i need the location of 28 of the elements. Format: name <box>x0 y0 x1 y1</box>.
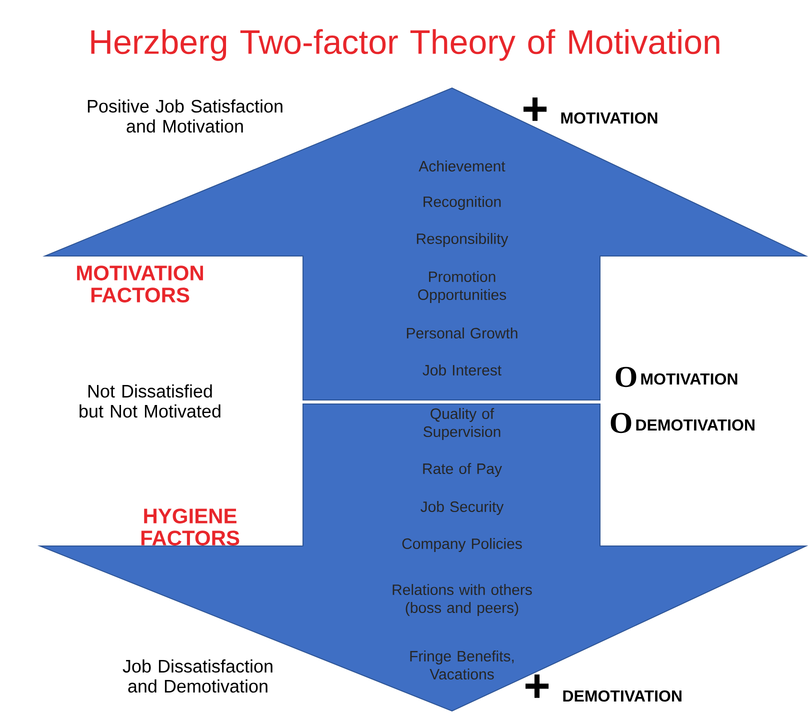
plus-sign: + <box>526 674 549 698</box>
factor-text: Responsibility <box>416 233 508 247</box>
side-label: Job Dissatisfaction and Demotivation <box>122 659 272 693</box>
zero-sign: O <box>610 412 632 434</box>
side-label: MOTIVATION <box>561 112 658 124</box>
factor-text: Achievement <box>418 160 506 172</box>
factor-heading: HYGIENE FACTORS <box>141 508 240 546</box>
factor-text: Job Security <box>420 501 504 515</box>
side-label: DEMOTIVATION <box>636 419 754 431</box>
factor-text: Promotion Opportunities <box>418 271 506 303</box>
zero-sign: O <box>616 366 636 388</box>
factor-text: Fringe Benefits, Vacations <box>410 650 514 680</box>
factor-text: Relations with others (boss and peers) <box>392 584 532 616</box>
side-label: DEMOTIVATION <box>563 690 682 702</box>
factor-text: Company Policies <box>402 538 522 552</box>
down-arrow <box>37 404 808 712</box>
side-label: MOTIVATION <box>641 373 738 385</box>
up-arrow <box>42 87 808 400</box>
factor-text: Job Interest <box>422 364 502 376</box>
factor-text: Rate of Pay <box>423 463 502 477</box>
title: Herzberg Two-factor Theory of Motivation <box>91 29 720 61</box>
plus-sign: + <box>524 98 547 121</box>
side-label: Positive Job Satisfaction and Motivation <box>88 99 282 133</box>
side-label: Not Dissatisfied but Not Motivated <box>80 384 220 418</box>
factor-text: Recognition <box>424 196 501 210</box>
factor-text: Quality of Supervision <box>424 408 500 440</box>
factor-text: Personal Growth <box>406 328 518 338</box>
factor-heading: MOTIVATION FACTORS <box>77 266 203 302</box>
